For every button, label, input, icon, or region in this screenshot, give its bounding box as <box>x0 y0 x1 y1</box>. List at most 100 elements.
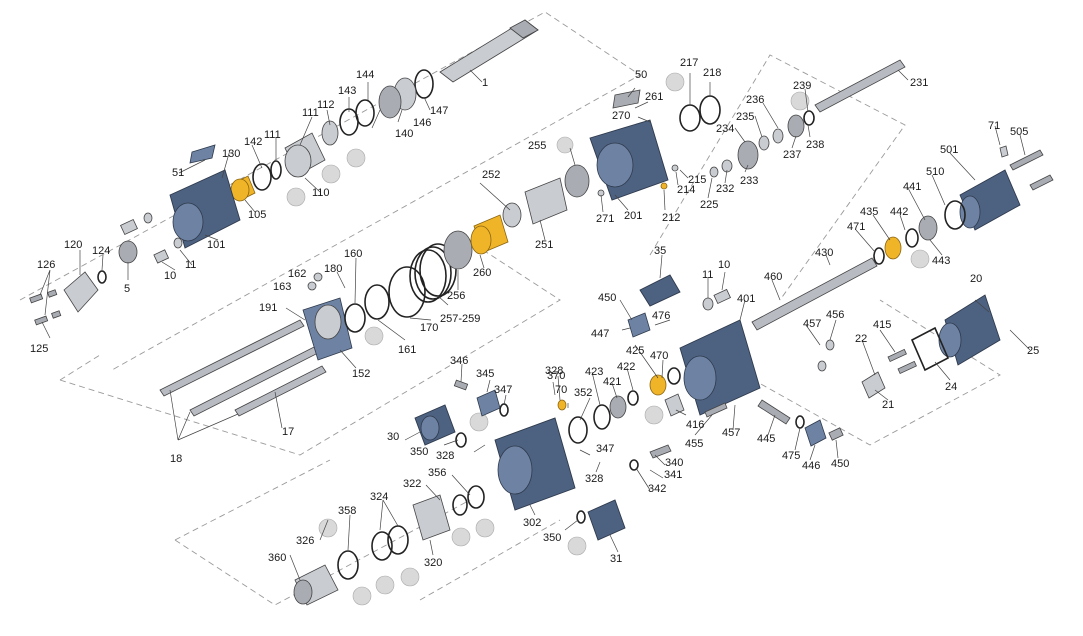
part-170-spring <box>388 266 426 318</box>
label-320: 320 <box>424 557 442 569</box>
label-326: 326 <box>296 535 314 547</box>
label-152: 152 <box>352 368 370 380</box>
part-455-bolt <box>704 402 728 418</box>
detail-icon <box>451 527 471 547</box>
label-35: 35 <box>654 245 666 257</box>
detail-icon <box>556 136 574 154</box>
label-352: 352 <box>574 387 592 399</box>
label-70: 70 <box>555 384 567 396</box>
label-302: 302 <box>523 517 541 529</box>
label-370: 370 <box>547 370 565 382</box>
part-446-cap <box>804 419 827 447</box>
label-501: 501 <box>940 144 958 156</box>
label-143: 143 <box>338 85 356 97</box>
label-430: 430 <box>815 247 833 259</box>
label-191: 191 <box>259 302 277 314</box>
label-423: 423 <box>585 366 603 378</box>
housing-201-group <box>589 59 906 201</box>
part-352-ring <box>568 416 588 444</box>
part-342-ring <box>629 459 639 471</box>
part-441-bearing <box>918 215 938 241</box>
part-1-main-shaft <box>439 19 539 83</box>
detail-icon <box>286 187 306 207</box>
label-112: 112 <box>317 99 335 111</box>
label-140: 140 <box>395 128 413 140</box>
detail-icon <box>644 405 664 425</box>
label-450: 450 <box>831 458 849 470</box>
detail-icon <box>364 326 384 346</box>
assembly-guide-lines <box>19 11 1001 606</box>
label-251: 251 <box>535 239 553 251</box>
label-446: 446 <box>802 460 820 472</box>
part-430-shaft <box>751 257 878 331</box>
label-416: 416 <box>686 419 704 431</box>
label-471: 471 <box>847 221 865 233</box>
label-270: 270 <box>612 110 630 122</box>
part-423-ring <box>593 404 611 430</box>
label-201: 201 <box>624 210 642 222</box>
part-101-bore <box>172 202 204 242</box>
label-505: 505 <box>1010 126 1028 138</box>
label-322: 322 <box>403 478 421 490</box>
part-252-collar <box>502 202 522 228</box>
label-358: 358 <box>338 505 356 517</box>
label-360: 360 <box>268 552 286 564</box>
part-147-ring <box>414 69 434 99</box>
part-322-ring <box>452 494 468 516</box>
part-416-sleeve <box>664 393 685 417</box>
input-shaft-group <box>29 19 539 326</box>
label-346: 346 <box>450 355 468 367</box>
label-126: 126 <box>37 259 55 271</box>
part-401-bore <box>683 355 717 401</box>
label-22: 22 <box>855 333 867 345</box>
label-111: 111 <box>302 107 319 119</box>
label-510: 510 <box>926 166 944 178</box>
label-350: 350 <box>410 446 428 458</box>
label-125: 125 <box>30 343 48 355</box>
leader-lines <box>39 69 1031 581</box>
label-31: 31 <box>610 553 622 565</box>
part-180-ring <box>344 303 366 333</box>
part-235-washer <box>772 128 784 144</box>
label-441: 441 <box>903 181 921 193</box>
label-30: 30 <box>387 431 399 443</box>
part-35-valve <box>639 274 681 307</box>
label-120: 120 <box>64 239 82 251</box>
label-215: 215 <box>688 174 706 186</box>
label-457: 457 <box>722 427 740 439</box>
part-442-ring <box>905 228 919 248</box>
part-152-bore <box>314 304 342 340</box>
label-425: 425 <box>626 345 644 357</box>
part-347-ring <box>499 403 509 417</box>
part-234-washer <box>758 135 770 151</box>
part-358-ring <box>337 550 359 580</box>
label-457: 457 <box>803 318 821 330</box>
label-341: 341 <box>664 469 682 481</box>
part-142-ring <box>252 163 272 191</box>
part-360-face <box>293 579 313 605</box>
part-450-screw <box>828 427 844 441</box>
part-163-nut <box>307 281 317 291</box>
housing-401-group <box>593 274 844 447</box>
label-146: 146 <box>413 117 431 129</box>
label-442: 442 <box>890 206 908 218</box>
label-234: 234 <box>716 123 734 135</box>
label-218: 218 <box>703 67 721 79</box>
label-350: 350 <box>543 532 561 544</box>
part-22-pin <box>887 348 907 363</box>
part-350-ring <box>455 432 467 448</box>
part-11b-washer <box>702 297 714 311</box>
label-233: 233 <box>740 175 758 187</box>
part-140-bearing <box>378 85 402 119</box>
part-126-screws <box>29 289 62 326</box>
label-11: 11 <box>702 269 713 281</box>
part-201-bore <box>596 142 634 188</box>
detail-icon <box>346 148 366 168</box>
label-435: 435 <box>860 206 878 218</box>
label-71: 71 <box>988 120 1000 132</box>
part-422-ring <box>627 390 639 406</box>
label-443: 443 <box>932 255 950 267</box>
label-260: 260 <box>473 267 491 279</box>
label-356: 356 <box>428 467 446 479</box>
label-231: 231 <box>910 77 928 89</box>
